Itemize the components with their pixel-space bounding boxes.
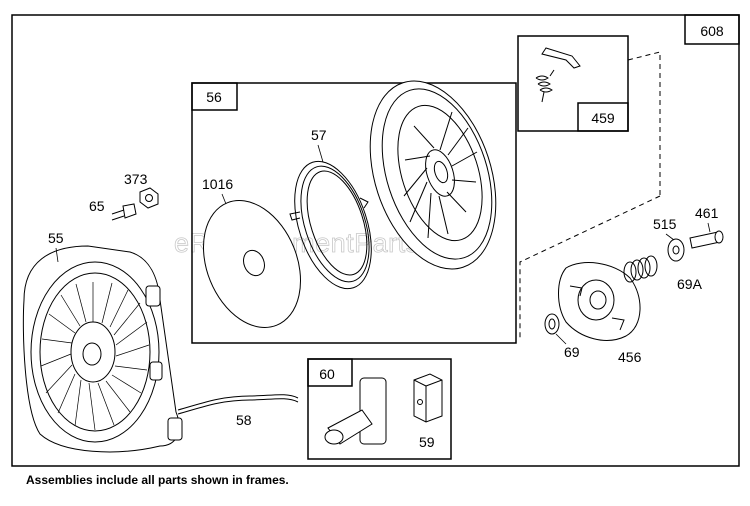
callout-373: 373	[124, 171, 148, 187]
spring-69a	[623, 255, 658, 283]
callout-65: 65	[89, 198, 105, 214]
nut-373	[139, 187, 159, 209]
leader-1016	[221, 193, 227, 205]
callout-59: 59	[419, 434, 435, 450]
callout-456: 456	[618, 349, 642, 365]
handle-insert-59	[413, 373, 443, 423]
outer-frame-label-box	[684, 14, 740, 45]
frame-60	[307, 358, 452, 460]
leader-69	[555, 333, 567, 345]
frame-459-number: 459	[591, 110, 615, 126]
washer-69	[544, 313, 560, 335]
leader-55	[55, 247, 59, 263]
starter-rope-58	[177, 394, 299, 411]
assembly-dashed-link	[519, 195, 661, 340]
outer-frame	[11, 14, 740, 467]
leader-57	[317, 144, 324, 163]
frame-56-label-box	[191, 82, 238, 111]
starter-handle-60	[324, 377, 387, 445]
spring-57	[289, 160, 372, 290]
leader-515	[665, 233, 675, 241]
frame-60-label-box	[307, 358, 353, 387]
footnote: Assemblies include all parts shown in fr…	[26, 473, 289, 487]
callout-69: 69	[564, 344, 580, 360]
pin-461	[689, 230, 724, 249]
recoil-pulley	[369, 80, 497, 270]
callout-515: 515	[653, 216, 677, 232]
frame-56	[191, 82, 517, 344]
frame-60-number: 60	[319, 366, 335, 382]
washer-1016	[203, 200, 301, 328]
washer-515	[667, 238, 685, 262]
callout-1016: 1016	[202, 176, 233, 192]
screw-65	[111, 203, 137, 221]
outer-frame-number: 608	[700, 23, 724, 39]
callout-461: 461	[695, 205, 719, 221]
cup-456	[558, 262, 641, 341]
frame-459-dashed-link	[627, 51, 661, 196]
leader-461	[707, 222, 711, 233]
starter-rope-58-edge	[177, 398, 299, 415]
callout-57: 57	[311, 127, 327, 143]
pawl-spring-459	[535, 47, 581, 103]
housing-vents	[40, 282, 150, 431]
callout-69a: 69A	[677, 276, 703, 292]
frame-459-label-box	[577, 102, 629, 132]
frame-56-number: 56	[206, 89, 222, 105]
callout-55: 55	[48, 230, 64, 246]
blower-housing-55	[22, 245, 183, 453]
frame-459	[517, 35, 629, 132]
callout-58: 58	[236, 412, 252, 428]
